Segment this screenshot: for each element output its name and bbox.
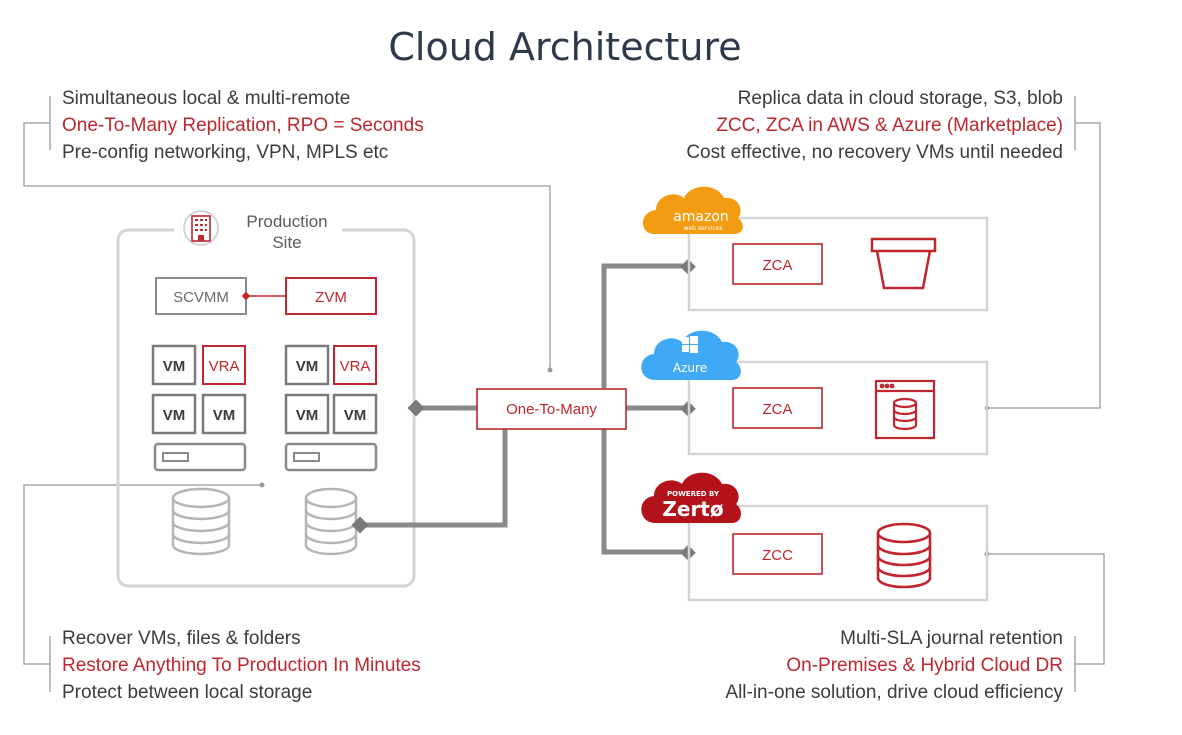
- host-left: VM VRA VM VM: [151, 344, 247, 556]
- replication-links: [360, 263, 688, 555]
- zca-aws-box: [732, 243, 823, 285]
- vm-label: VM: [296, 407, 319, 424]
- target-aws: amazon web services ZCA: [643, 186, 989, 312]
- site-label: Site: [272, 233, 301, 252]
- note-text: Multi-SLA journal retention: [840, 628, 1063, 649]
- note-top-right: Replica data in cloud storage, S3, blob …: [686, 88, 1101, 411]
- zerto-cloud-logo: POWERED BY Zertø: [641, 472, 741, 523]
- azure-logo-text: Azure: [673, 361, 707, 375]
- bucket-icon: [870, 237, 937, 290]
- vra-label: VRA: [340, 358, 371, 375]
- vm-label: VM: [213, 407, 236, 424]
- note-bottom-left: Recover VMs, files & folders Restore Any…: [23, 482, 421, 703]
- host-right: VM VRA VM VM: [284, 344, 378, 556]
- zcc-box: [732, 533, 823, 575]
- hub-label: One-To-Many: [506, 401, 597, 418]
- note-text-highlight: ZCC, ZCA in AWS & Azure (Marketplace): [716, 115, 1063, 136]
- datastore-icon: [171, 487, 231, 556]
- scvmm-label: SCVMM: [173, 289, 229, 306]
- page-title: Cloud Architecture: [388, 25, 741, 69]
- aws-logo-text: amazon: [673, 209, 729, 225]
- vm-label: VM: [163, 358, 186, 375]
- target-zerto: POWERED BY Zertø ZCC: [641, 472, 989, 602]
- note-text-highlight: Restore Anything To Production In Minute…: [62, 655, 421, 676]
- note-text-highlight: On-Premises & Hybrid Cloud DR: [786, 655, 1063, 676]
- note-text: Simultaneous local & multi-remote: [62, 88, 350, 109]
- note-text: Replica data in cloud storage, S3, blob: [738, 88, 1063, 109]
- zcc-label: ZCC: [762, 547, 793, 564]
- note-text-highlight: One-To-Many Replication, RPO = Seconds: [62, 115, 424, 136]
- windows-icon: [682, 336, 698, 353]
- datastore-icon: [304, 487, 358, 556]
- note-text: Recover VMs, files & folders: [62, 628, 301, 649]
- note-text: All-in-one solution, drive cloud efficie…: [725, 682, 1063, 703]
- note-text: Protect between local storage: [62, 682, 312, 703]
- zca-label: ZCA: [763, 257, 793, 274]
- building-icon: [183, 210, 219, 246]
- note-text: Pre-config networking, VPN, MPLS etc: [62, 142, 388, 163]
- vm-box: [201, 393, 247, 435]
- zvm-label: ZVM: [315, 289, 347, 306]
- vra-label: VRA: [209, 358, 240, 375]
- azure-cloud-logo: Azure: [641, 330, 741, 380]
- vra-box: [202, 345, 246, 385]
- one-to-many-hub: [476, 388, 627, 430]
- vm-box: [151, 344, 197, 386]
- vm-box: [284, 393, 330, 435]
- vm-box: [151, 393, 197, 435]
- blob-storage-icon: [874, 379, 936, 440]
- database-icon: [876, 522, 932, 589]
- aws-cloud-logo: amazon web services: [643, 186, 743, 234]
- zvm-box: [285, 277, 377, 315]
- vm-label: VM: [296, 358, 319, 375]
- note-bottom-right: Multi-SLA journal retention On-Premises …: [725, 551, 1105, 703]
- production-site: Production Site SCVMM ZVM VM VRA VM VM: [116, 206, 416, 588]
- zca-azure-box: [732, 387, 823, 429]
- aws-logo-subtext: web services: [684, 225, 723, 232]
- site-label: Production: [246, 212, 327, 231]
- zca-label: ZCA: [763, 401, 793, 418]
- vm-box: [284, 344, 330, 386]
- target-azure: Azure ZCA: [641, 330, 989, 456]
- server-icon: [284, 442, 378, 472]
- server-icon: [153, 442, 247, 472]
- vm-label: VM: [163, 407, 186, 424]
- note-top-left: Simultaneous local & multi-remote One-To…: [23, 88, 553, 373]
- vm-box: [332, 393, 378, 435]
- zerto-logo-small: POWERED BY: [667, 490, 720, 498]
- vm-label: VM: [344, 407, 367, 424]
- zerto-logo-text: Zertø: [662, 497, 723, 521]
- note-text: Cost effective, no recovery VMs until ne…: [686, 142, 1063, 163]
- vra-box: [333, 345, 377, 385]
